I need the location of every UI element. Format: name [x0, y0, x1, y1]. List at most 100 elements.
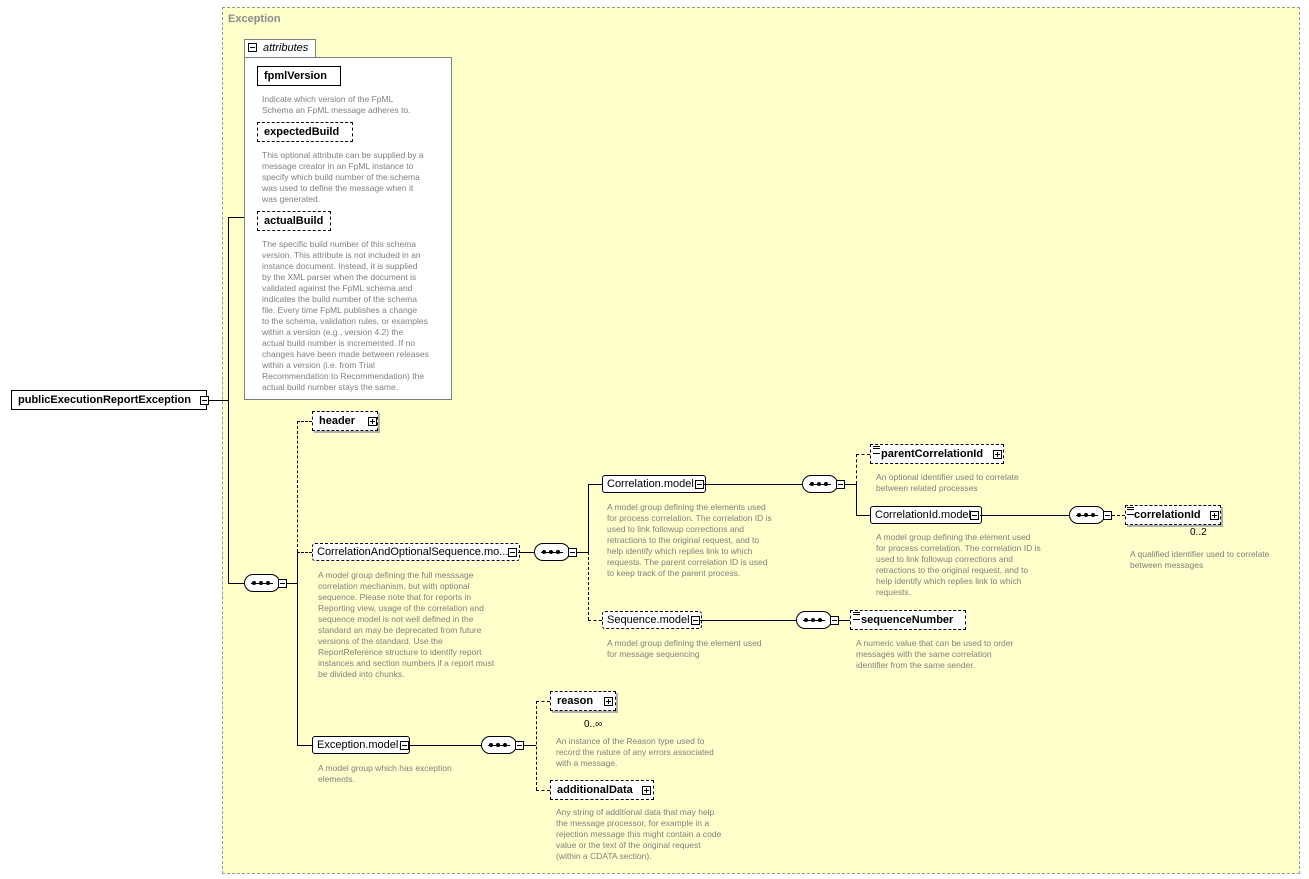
- connector: [297, 421, 298, 552]
- collapse-icon[interactable]: [200, 396, 209, 405]
- collapse-icon[interactable]: [691, 616, 700, 625]
- connector: [577, 552, 588, 553]
- container-title: Exception: [228, 13, 281, 25]
- element-parentCorrelationId[interactable]: parentCorrelationId: [870, 444, 1004, 464]
- root-element-label: publicExecutionReportException: [18, 394, 191, 406]
- connector: [588, 552, 589, 620]
- connector: [536, 790, 550, 791]
- connector: [856, 515, 870, 516]
- connector: [588, 484, 589, 552]
- connector: [704, 484, 802, 485]
- element-label: correlationId: [1134, 509, 1201, 521]
- expand-icon[interactable]: [368, 417, 377, 426]
- connector: [856, 484, 857, 515]
- connector: [845, 484, 856, 485]
- connector: [209, 400, 229, 401]
- connector: [536, 701, 537, 790]
- connector: [518, 552, 534, 553]
- attribute-actualBuild[interactable]: actualBuild: [257, 211, 331, 231]
- collapse-icon[interactable]: [970, 511, 979, 520]
- element-label: header: [319, 415, 356, 427]
- group-correlation-model[interactable]: Correlation.model: [602, 475, 706, 493]
- collapse-icon[interactable]: [695, 480, 704, 489]
- connector: [297, 552, 298, 745]
- cardinality: 0..∞: [584, 719, 603, 730]
- collapse-icon[interactable]: [515, 741, 524, 750]
- simple-type-icon: [873, 446, 880, 454]
- group-description: A model group which has exception elemen…: [318, 763, 452, 784]
- group-description: A model group defining the elements used…: [607, 502, 772, 578]
- collapse-icon[interactable]: [830, 616, 839, 625]
- connector: [536, 701, 550, 702]
- expand-icon[interactable]: [604, 697, 613, 706]
- group-correlation-and-optional-sequence[interactable]: CorrelationAndOptionalSequence.mo...: [312, 543, 520, 561]
- element-description: An instance of the Reason type used to r…: [556, 736, 714, 768]
- group-correlationId-model[interactable]: CorrelationId.model: [870, 506, 982, 524]
- element-correlationId[interactable]: correlationId: [1125, 505, 1221, 525]
- connector: [856, 454, 870, 455]
- connector: [228, 217, 244, 218]
- attribute-description: Indicate which version of the FpML Schem…: [262, 94, 411, 115]
- element-additionalData[interactable]: additionalData: [550, 780, 654, 800]
- connector: [700, 620, 796, 621]
- connector: [228, 583, 244, 584]
- cardinality: 0..2: [1190, 527, 1207, 538]
- sequence-compositor: [534, 543, 570, 561]
- element-description: A numeric value that can be used to orde…: [856, 638, 1014, 670]
- group-exception-model[interactable]: Exception.model: [312, 736, 410, 754]
- attribute-name: actualBuild: [264, 215, 324, 227]
- connector: [839, 620, 850, 621]
- element-label: parentCorrelationId: [881, 448, 984, 460]
- expand-icon[interactable]: [1210, 511, 1219, 520]
- connector: [1112, 515, 1125, 516]
- connector: [588, 620, 602, 621]
- attribute-expectedBuild[interactable]: expectedBuild: [257, 122, 353, 142]
- simple-type-icon: [1127, 507, 1134, 515]
- collapse-icon[interactable]: [836, 480, 845, 489]
- element-description: A qualified identifier used to correlate…: [1130, 549, 1270, 570]
- collapse-icon[interactable]: [278, 579, 287, 588]
- group-label: Exception.model: [317, 739, 399, 751]
- connector: [980, 515, 1069, 516]
- collapse-icon[interactable]: [508, 548, 517, 557]
- element-label: sequenceNumber: [861, 614, 954, 626]
- simple-type-icon: [853, 612, 860, 620]
- attribute-name: expectedBuild: [264, 126, 340, 138]
- group-description: A model group defining the element used …: [876, 532, 1041, 597]
- group-label: CorrelationAndOptionalSequence.mo...: [317, 546, 509, 558]
- connector: [297, 552, 312, 553]
- sequence-compositor: [796, 611, 832, 629]
- collapse-icon[interactable]: [1103, 511, 1112, 520]
- connector: [297, 421, 312, 422]
- attributes-tab-label: attributes: [263, 42, 309, 54]
- connector: [297, 745, 312, 746]
- element-label: additionalData: [557, 784, 633, 796]
- group-description: A model group defining the element used …: [607, 638, 762, 659]
- connector: [287, 583, 297, 584]
- group-sequence-model[interactable]: Sequence.model: [602, 611, 702, 629]
- sequence-compositor: [244, 574, 280, 592]
- expand-icon[interactable]: [642, 786, 651, 795]
- group-label: Sequence.model: [607, 614, 690, 626]
- connector: [856, 454, 857, 484]
- connector: [524, 745, 536, 746]
- element-description: Any string of additional data that may h…: [556, 807, 722, 861]
- root-element[interactable]: publicExecutionReportException: [11, 390, 207, 410]
- sequence-compositor: [1069, 506, 1105, 524]
- collapse-icon[interactable]: [568, 548, 577, 557]
- collapse-icon[interactable]: [400, 741, 409, 750]
- attribute-description: The specific build number of this schema…: [262, 239, 429, 392]
- sequence-compositor: [802, 475, 838, 493]
- element-label: reason: [557, 695, 594, 707]
- collapse-icon[interactable]: [248, 43, 257, 52]
- connector: [409, 745, 481, 746]
- group-label: CorrelationId.model: [875, 509, 971, 521]
- connector: [228, 217, 229, 583]
- attribute-fpmlVersion[interactable]: fpmlVersion: [257, 66, 341, 86]
- attribute-name: fpmlVersion: [264, 70, 327, 82]
- expand-icon[interactable]: [993, 450, 1002, 459]
- element-sequenceNumber[interactable]: sequenceNumber: [850, 610, 966, 630]
- connector: [588, 484, 602, 485]
- element-header[interactable]: header: [312, 411, 378, 431]
- element-reason[interactable]: reason: [550, 691, 616, 711]
